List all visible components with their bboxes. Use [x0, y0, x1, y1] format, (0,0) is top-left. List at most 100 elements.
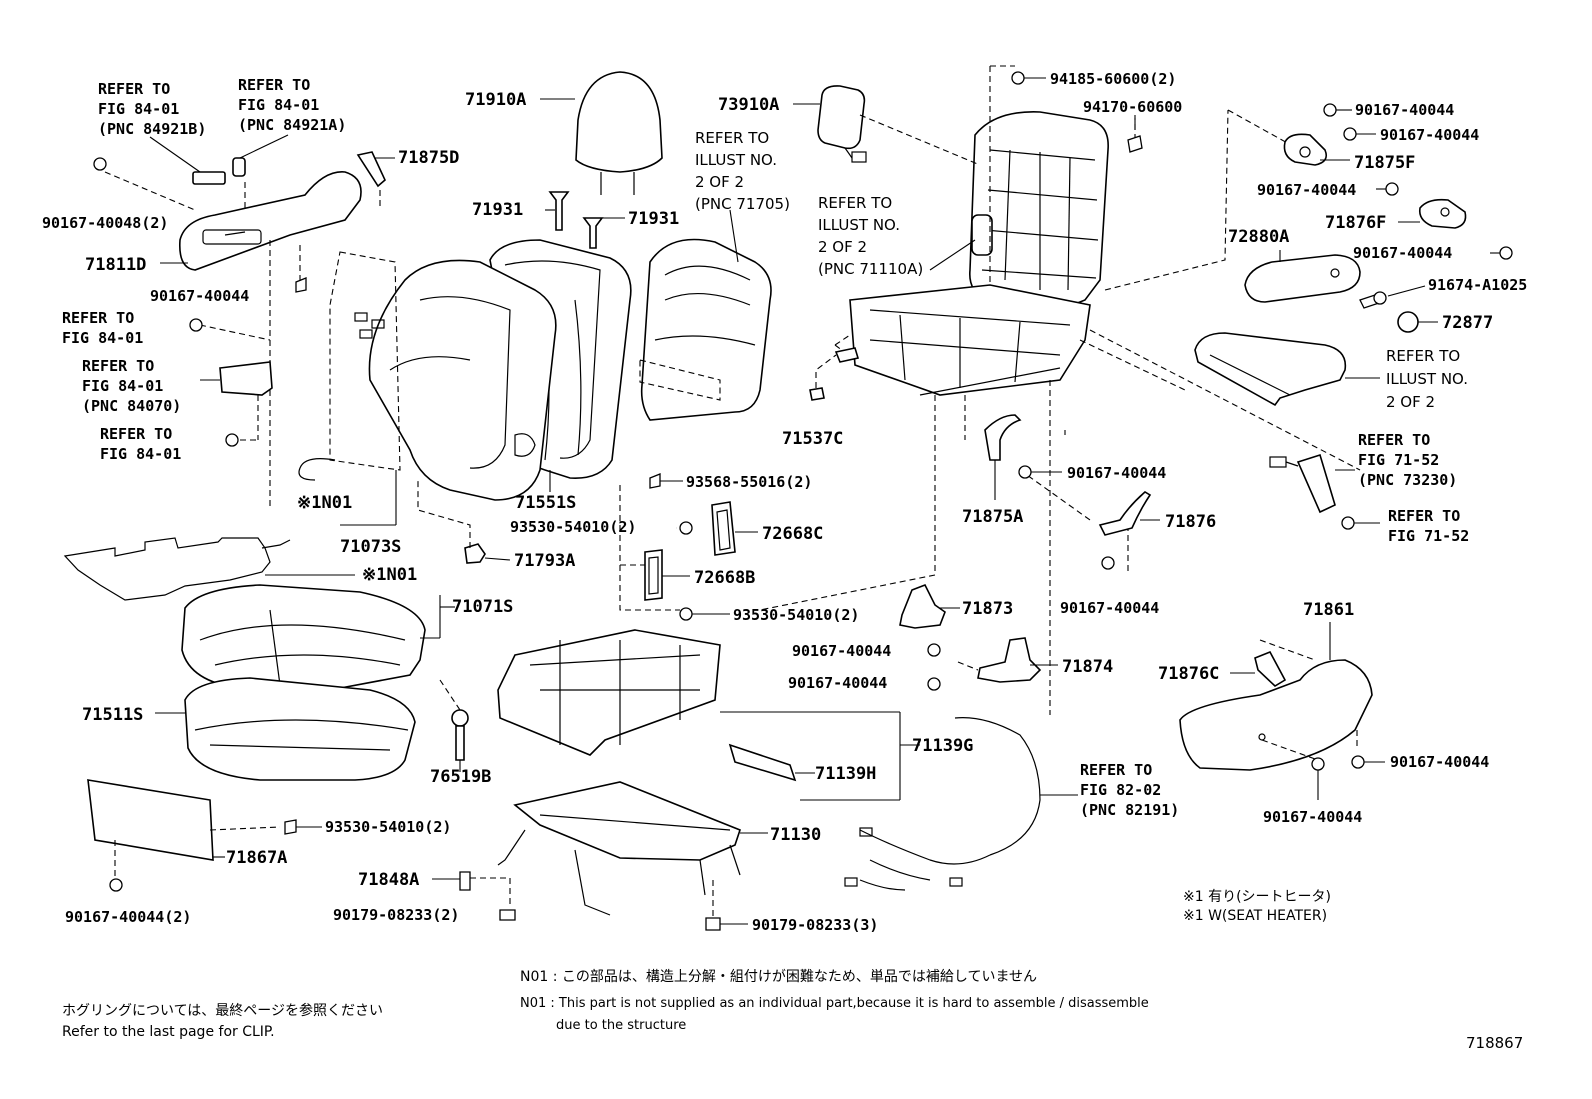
label-90167-r4: 90167-40044	[1353, 244, 1452, 262]
bolt-71848A	[432, 871, 748, 931]
svg-text:2 OF 2: 2 OF 2	[818, 238, 867, 256]
ref-73230: REFER TO FIG 71-52 (PNC 73230)	[1358, 431, 1457, 489]
label-93530-c: 93530-54010(2)	[325, 818, 451, 836]
svg-text:(PNC 84921B): (PNC 84921B)	[98, 120, 206, 138]
label-71876C: 71876C	[1158, 664, 1219, 684]
svg-text:FIG 84-01: FIG 84-01	[100, 445, 181, 463]
label-90167-m4: 90167-40044	[792, 642, 891, 660]
svg-text:FIG 71-52: FIG 71-52	[1388, 527, 1469, 545]
label-91674: 91674-A1025	[1428, 276, 1527, 294]
cushion-frame-71139G	[497, 629, 920, 800]
svg-text:2 OF 2: 2 OF 2	[695, 173, 744, 191]
cap-72877	[1397, 311, 1438, 333]
label-71073S: 71073S	[340, 537, 401, 557]
ref-84-01-a: REFER TO FIG 84-01	[62, 309, 143, 347]
label-90167-m1: 90167-40044	[150, 287, 249, 305]
label-90167-m2: 90167-40044	[1067, 464, 1166, 482]
bolt-set-middle	[295, 277, 730, 621]
label-71848A: 71848A	[358, 870, 419, 890]
label-71874: 71874	[1062, 657, 1113, 677]
label-90179-a: 90179-08233(2)	[333, 906, 459, 924]
svg-text:REFER TO: REFER TO	[695, 129, 769, 147]
front-board-71867A	[87, 779, 322, 892]
label-71875A: 71875A	[962, 507, 1023, 527]
headrest-71910A	[540, 71, 663, 195]
svg-text:REFER TO: REFER TO	[82, 357, 154, 375]
frame-part-71139H	[728, 743, 900, 801]
label-90167-48: 90167-40048(2)	[42, 214, 168, 232]
n01-note-en-1: N01 : This part is not supplied as an in…	[520, 996, 1149, 1011]
label-94170: 94170-60600	[1083, 98, 1182, 116]
svg-text:(PNC 82191): (PNC 82191)	[1080, 801, 1179, 819]
label-71811D: 71811D	[85, 255, 146, 275]
bracket-71875D	[356, 151, 395, 188]
label-71537C: 71537C	[782, 429, 843, 449]
svg-text:REFER TO: REFER TO	[98, 80, 170, 98]
label-90167-r1: 90167-40044	[1355, 101, 1454, 119]
ref-71705: REFER TO ILLUST NO. 2 OF 2 (PNC 71705)	[695, 129, 790, 213]
side-shield-71861	[1179, 622, 1385, 800]
label-90179-b: 90179-08233(3)	[752, 916, 878, 934]
label-72668C: 72668C	[762, 524, 823, 544]
seat-adjuster-71130	[497, 781, 768, 916]
bolt-set-left	[93, 157, 273, 447]
label-73910A: 73910A	[718, 95, 779, 115]
bracket-71873	[899, 583, 960, 657]
lever-71875A	[984, 414, 1062, 500]
frame-dashed-guides	[759, 65, 1361, 715]
bolt-91674	[1359, 285, 1426, 309]
svg-text:2 OF 2: 2 OF 2	[1386, 393, 1435, 411]
cushion-heater-sheet	[63, 537, 355, 601]
label-93530-b: 93530-54010(2)	[733, 606, 859, 624]
label-90167-r2: 90167-40044	[1380, 126, 1479, 144]
label-71139G: 71139G	[912, 736, 973, 756]
seatbelt-buckle	[1269, 453, 1380, 530]
bracket-71876	[1098, 491, 1160, 570]
label-72877: 72877	[1442, 313, 1493, 333]
cushion-cover-71071S	[181, 584, 455, 691]
label-71071S: 71071S	[452, 597, 513, 617]
label-71139H: 71139H	[815, 764, 876, 784]
label-76519B: 76519B	[430, 767, 491, 787]
cushion-pad-71511S	[155, 677, 416, 781]
clip-76519B	[439, 679, 469, 772]
label-71511S: 71511S	[82, 705, 143, 725]
n01-note-jp: N01 : この部品は、構造上分解・組付けが困難なため、単品では補給していません	[520, 969, 1038, 985]
label-71876F: 71876F	[1325, 213, 1386, 233]
label-72880A: 72880A	[1228, 227, 1289, 247]
ref-71110A: REFER TO ILLUST NO. 2 OF 2 (PNC 71110A)	[818, 194, 923, 278]
label-71931-a: 71931	[472, 200, 523, 220]
label-71861: 71861	[1303, 600, 1354, 620]
svg-text:REFER TO: REFER TO	[818, 194, 892, 212]
seatback-cover-71073S	[340, 259, 557, 526]
svg-text:FIG 82-02: FIG 82-02	[1080, 781, 1161, 799]
wire-harness	[844, 717, 1078, 891]
svg-text:REFER TO: REFER TO	[1080, 761, 1152, 779]
svg-text:(PNC 84921A): (PNC 84921A)	[238, 116, 346, 134]
side-shield-71811D	[160, 171, 362, 271]
armrest-frame	[1194, 332, 1380, 407]
label-71867A: 71867A	[226, 848, 287, 868]
label-71873: 71873	[962, 599, 1013, 619]
seatback-heater-sheet	[298, 251, 401, 481]
label-90167-r3: 90167-40044	[1257, 181, 1356, 199]
label-71793A: 71793A	[514, 551, 575, 571]
label-90167-r5: 90167-40044	[1390, 753, 1489, 771]
svg-text:FIG 84-01: FIG 84-01	[238, 96, 319, 114]
svg-text:FIG 84-01: FIG 84-01	[98, 100, 179, 118]
svg-text:ILLUST NO.: ILLUST NO.	[695, 151, 777, 169]
clip-note-en: Refer to the last page for CLIP.	[62, 1024, 275, 1040]
seat-heater-note-jp: ※1 有り(シートヒータ)	[1183, 889, 1332, 905]
trim-72668B	[644, 549, 690, 601]
headrest-guide-71931	[545, 191, 625, 249]
n01-note-en-2: due to the structure	[556, 1018, 687, 1033]
hinge-cover-71876F	[1398, 198, 1467, 229]
label-90167-44-2: 90167-40044(2)	[65, 908, 191, 926]
armrest-72880A	[1244, 250, 1361, 303]
label-71875D: 71875D	[398, 148, 459, 168]
svg-text:FIG 84-01: FIG 84-01	[82, 377, 163, 395]
svg-text:(PNC 71110A): (PNC 71110A)	[818, 260, 923, 278]
clip-71793A	[417, 478, 511, 564]
label-72668B: 72668B	[694, 568, 755, 588]
